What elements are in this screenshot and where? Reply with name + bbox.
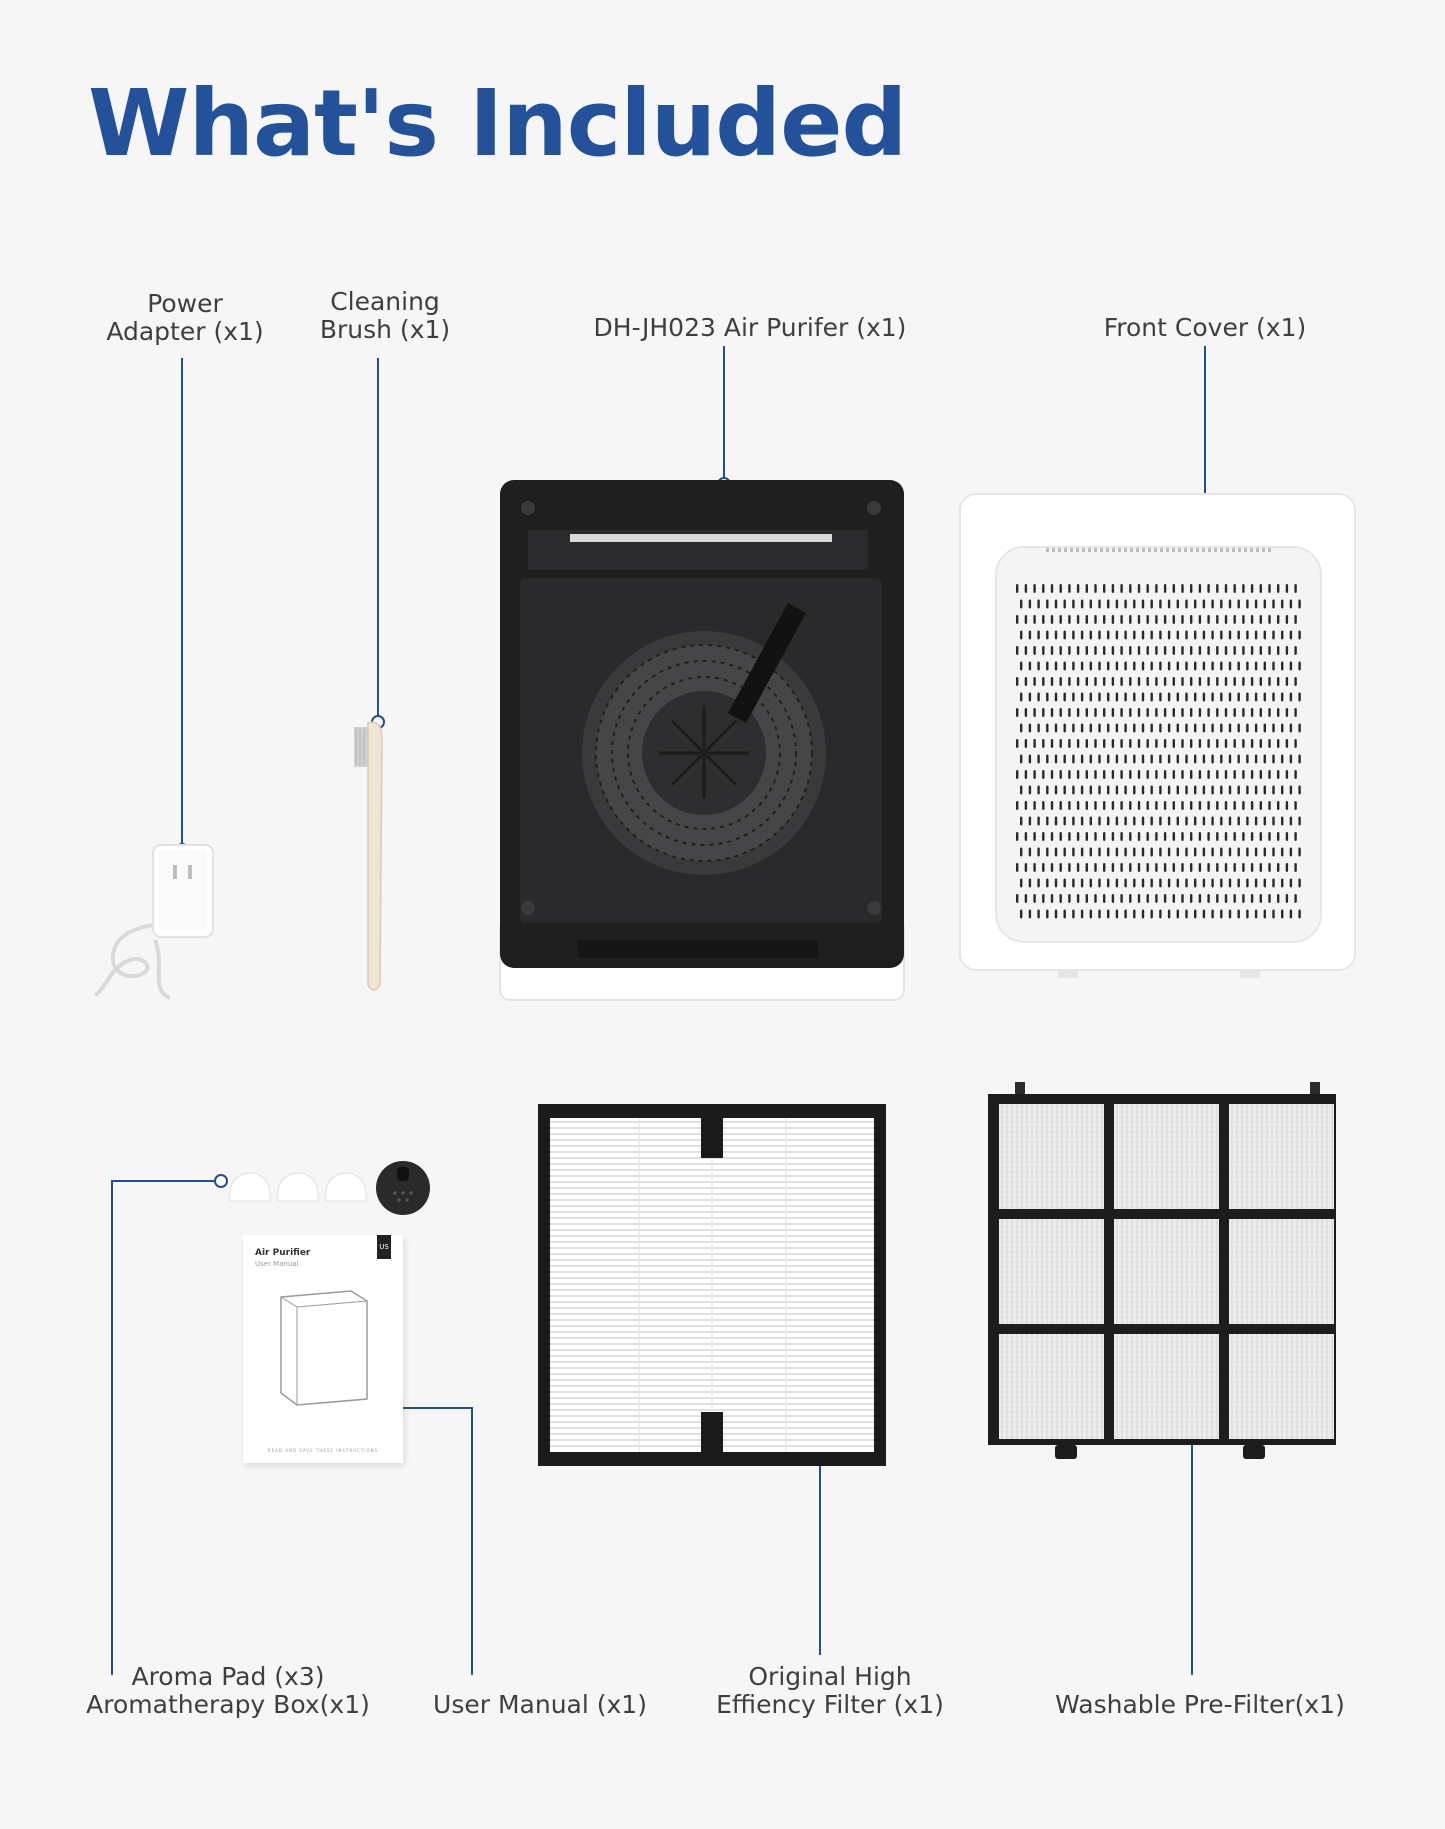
manual-subtitle: User Manual [255, 1260, 299, 1268]
hepa-filter-image [538, 1104, 886, 1466]
leader-front-cover [1204, 346, 1206, 502]
label-pre-filter-line1: Washable Pre-Filter(x1) [1055, 1690, 1345, 1719]
leader-hepa-filter [819, 1447, 821, 1655]
label-front-cover-line1: Front Cover (x1) [1103, 313, 1307, 342]
leader-power-adapter [181, 358, 183, 848]
leader-aroma-vertical [111, 1180, 113, 1675]
label-pre-filter: Washable Pre-Filter(x1) [1040, 1691, 1360, 1719]
manual-title: Air Purifier [255, 1248, 311, 1258]
leader-pre-filter [1191, 1437, 1193, 1675]
leader-user-manual-vertical [471, 1407, 473, 1675]
label-cleaning-brush: Cleaning Brush (x1) [300, 288, 470, 344]
pre-filter-image [988, 1082, 1336, 1459]
label-aroma-line1: Aroma Pad (x3) [131, 1662, 325, 1691]
label-hepa-filter-line1: Original High [748, 1662, 912, 1691]
aroma-pads-image [229, 1161, 430, 1215]
page-title: What's Included [88, 70, 907, 177]
label-hepa-filter-line2: Effiency Filter (x1) [716, 1690, 944, 1719]
leader-dot-aroma [214, 1174, 228, 1188]
label-power-adapter: Power Adapter (x1) [90, 290, 280, 346]
label-aroma: Aroma Pad (x3) Aromatherapy Box(x1) [78, 1663, 378, 1719]
label-air-purifier: DH-JH023 Air Purifer (x1) [560, 314, 940, 342]
air-purifier-image [499, 480, 905, 1001]
label-user-manual: User Manual (x1) [420, 1691, 660, 1719]
label-aroma-line2: Aromatherapy Box(x1) [86, 1690, 370, 1719]
front-cover-vent-grid [1016, 584, 1301, 919]
label-air-purifier-line1: DH-JH023 Air Purifer (x1) [593, 313, 907, 342]
label-cleaning-brush-line1: Cleaning [330, 287, 440, 316]
power-adapter-image [93, 844, 214, 1000]
leader-cleaning-brush [377, 358, 379, 720]
leader-user-manual-horizontal [392, 1407, 473, 1409]
label-user-manual-line1: User Manual (x1) [433, 1690, 647, 1719]
leader-air-purifier [723, 346, 725, 478]
user-manual-image: US Air Purifier User Manual READ AND SAV… [243, 1235, 403, 1463]
leader-aroma-horizontal [111, 1180, 216, 1182]
front-cover-image [959, 493, 1356, 978]
pre-filter-mesh [999, 1104, 1334, 1439]
label-front-cover: Front Cover (x1) [1060, 314, 1350, 342]
manual-badge: US [377, 1235, 391, 1259]
label-power-adapter-line1: Power [147, 289, 223, 318]
label-hepa-filter: Original High Effiency Filter (x1) [700, 1663, 960, 1719]
manual-illustration [280, 1290, 368, 1406]
manual-footer: READ AND SAVE THESE INSTRUCTIONS [267, 1448, 379, 1453]
label-cleaning-brush-line2: Brush (x1) [319, 315, 451, 344]
label-power-adapter-line2: Adapter (x1) [106, 317, 264, 346]
cleaning-brush-image [354, 721, 383, 991]
